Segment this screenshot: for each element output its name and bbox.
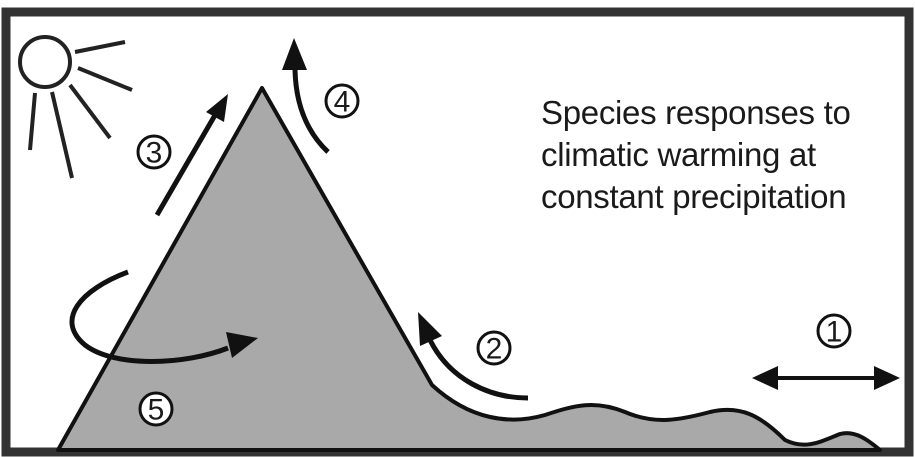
marker-2: 2 [478, 332, 510, 366]
marker-3-label: 3 [146, 137, 163, 170]
marker-4: 4 [326, 85, 358, 119]
caption-line-1: Species responses to [541, 92, 901, 134]
sun-icon [20, 37, 132, 178]
marker-1: 1 [818, 315, 850, 349]
marker-3: 3 [138, 136, 170, 170]
caption-line-2: climatic warming at [541, 134, 901, 176]
marker-1-label: 1 [826, 316, 843, 349]
marker-5-label: 5 [148, 394, 165, 427]
marker-4-label: 4 [334, 86, 351, 119]
caption-line-3: constant precipitation [541, 176, 901, 218]
arrow-1 [752, 366, 900, 390]
marker-2-label: 2 [486, 333, 503, 366]
marker-5: 5 [140, 393, 172, 427]
diagram-caption: Species responses to climatic warming at… [541, 92, 901, 218]
